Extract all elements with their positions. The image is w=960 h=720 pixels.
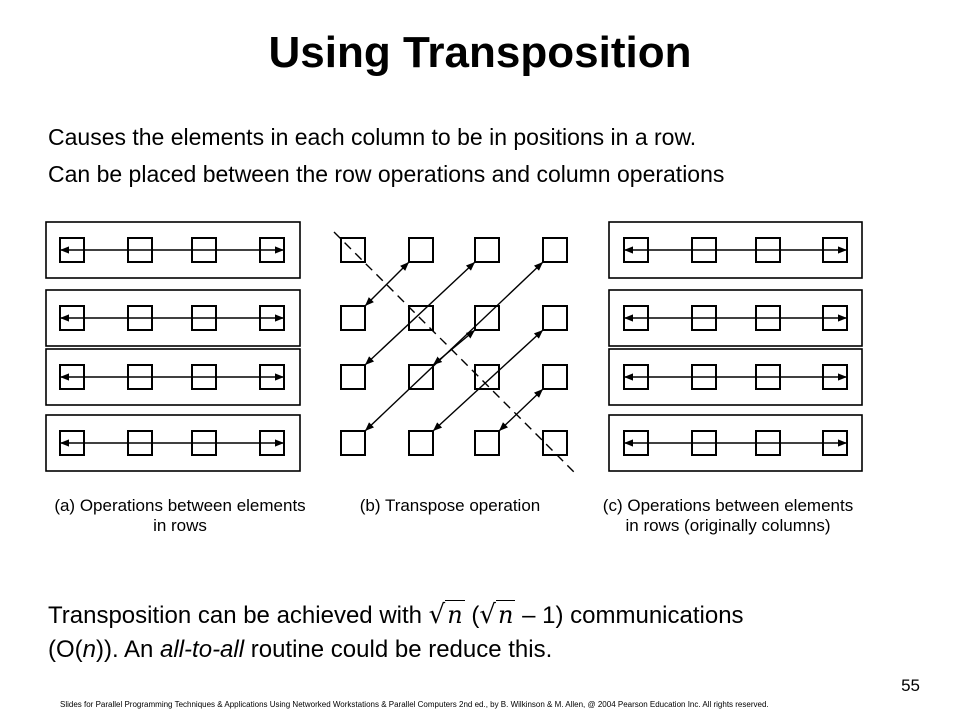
panel-b-element-square [542, 305, 568, 331]
panel-a-rows [45, 221, 301, 472]
bullet-line-1: Causes the elements in each column to be… [48, 124, 697, 150]
panel-b-element-square [340, 430, 366, 456]
all-to-all-term: all-to-all [160, 636, 245, 663]
panel-b-element-square [474, 430, 500, 456]
panel-b-element-square [408, 430, 434, 456]
bullet-line-2: Can be placed between the row operations… [48, 161, 725, 187]
panel-b-element-square [340, 237, 366, 263]
caption-c-line2: in rows (originally columns) [625, 516, 831, 535]
panel-b-swap-arrow [432, 329, 544, 432]
panel-b-element-square [474, 305, 500, 331]
panel-c-row-frame [608, 289, 863, 347]
panel-b-swap-arrow [498, 388, 544, 432]
caption-b: (b) Transpose operation [335, 496, 565, 516]
line2-end: routine could be reduce this. [244, 636, 553, 663]
sqrt-n-1: √n [428, 600, 465, 630]
panel-c-row-frame [608, 348, 863, 406]
panel-b-element-square [340, 364, 366, 390]
panel-b-swap-arrow [364, 261, 410, 307]
bottom-line-1: Transposition can be achieved with √n (√… [48, 600, 744, 630]
paren-open: ( [471, 602, 480, 629]
panel-b-element-square [408, 237, 434, 263]
caption-c-line1: (c) Operations between elements [602, 496, 854, 515]
panel-b-element-square [340, 305, 366, 331]
page-number: 55 [901, 676, 920, 695]
panel-b-element-square [474, 237, 500, 263]
minus-one: – 1) [522, 602, 564, 629]
panel-b-swap-arrow [364, 261, 476, 366]
caption-b-line1: (b) Transpose operation [359, 496, 541, 515]
panel-a-row-frame [45, 414, 301, 472]
big-o: (O( [48, 636, 83, 663]
panel-a-row-frame [45, 221, 301, 279]
panel-b-swap-arrow [364, 261, 544, 432]
caption-c: (c) Operations between elements in rows … [578, 496, 878, 536]
panel-b-diagonal [333, 231, 575, 473]
line2-rest: )). An [96, 636, 161, 663]
panel-b-element-square [542, 364, 568, 390]
caption-a: (a) Operations between elements in rows [20, 496, 340, 536]
panel-b-element-square [408, 305, 434, 331]
panel-a-row-frame [45, 348, 301, 406]
caption-a-line2: in rows [153, 516, 207, 535]
bottom-line-1-start: Transposition can be achieved with [48, 602, 422, 629]
panel-b-element-square [542, 430, 568, 456]
bottom-line-2: (O(n)). An all-to-all routine could be r… [48, 636, 552, 664]
sqrt-n-2: √n [479, 600, 516, 630]
panel-c-row-frame [608, 221, 863, 279]
footer-credit: Slides for Parallel Programming Techniqu… [60, 700, 769, 709]
panel-a-row-frame [45, 289, 301, 347]
panel-c-row-frame [608, 414, 863, 472]
panel-c-rows [608, 221, 863, 472]
communications-word: communications [570, 602, 744, 629]
n-var: n [82, 636, 97, 663]
slide-title: Using Transposition [268, 28, 692, 77]
panel-b-element-square [542, 237, 568, 263]
transposition-diagram [45, 221, 863, 473]
caption-a-line1: (a) Operations between elements [54, 496, 306, 515]
panel-b-transpose [333, 231, 575, 473]
